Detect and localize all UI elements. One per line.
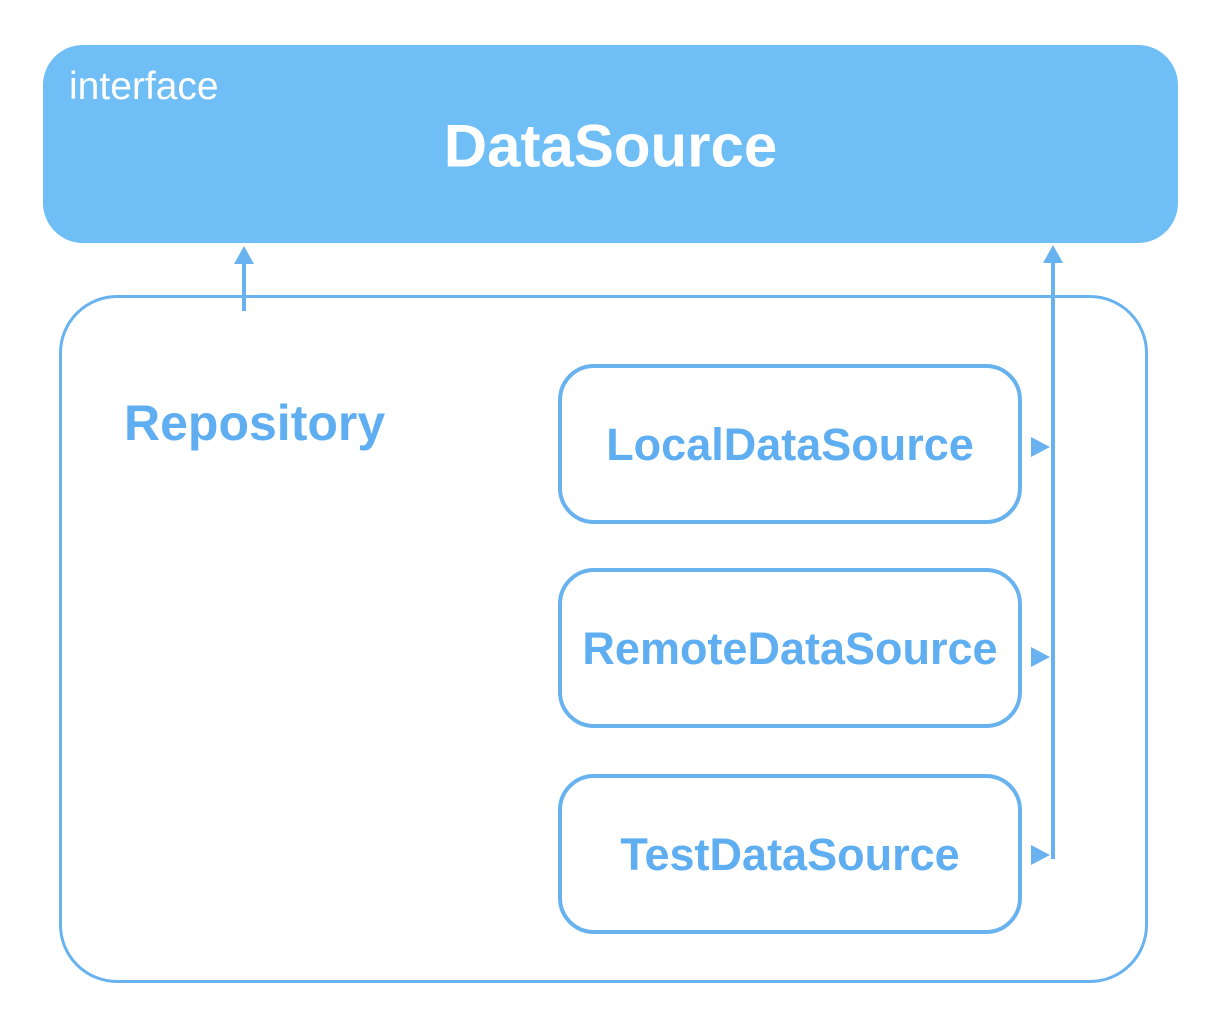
datasources-to-interface-arrowhead-icon <box>1043 245 1063 263</box>
repository-box: Repository LocalDataSource RemoteDataSou… <box>59 295 1148 983</box>
remote-datasource-box: RemoteDataSource <box>558 568 1022 728</box>
interface-box: interface DataSource <box>43 45 1178 243</box>
local-datasource-box: LocalDataSource <box>558 364 1022 524</box>
interface-title: DataSource <box>443 112 778 180</box>
remote-datasource-label: RemoteDataSource <box>582 622 998 674</box>
local-datasource-label: LocalDataSource <box>606 418 974 470</box>
interface-stereotype-label: interface <box>69 65 219 108</box>
test-datasource-box: TestDataSource <box>558 774 1022 934</box>
repository-title: Repository <box>124 395 386 451</box>
repository-to-interface-arrowhead-icon <box>234 246 254 264</box>
test-datasource-label: TestDataSource <box>620 828 960 880</box>
